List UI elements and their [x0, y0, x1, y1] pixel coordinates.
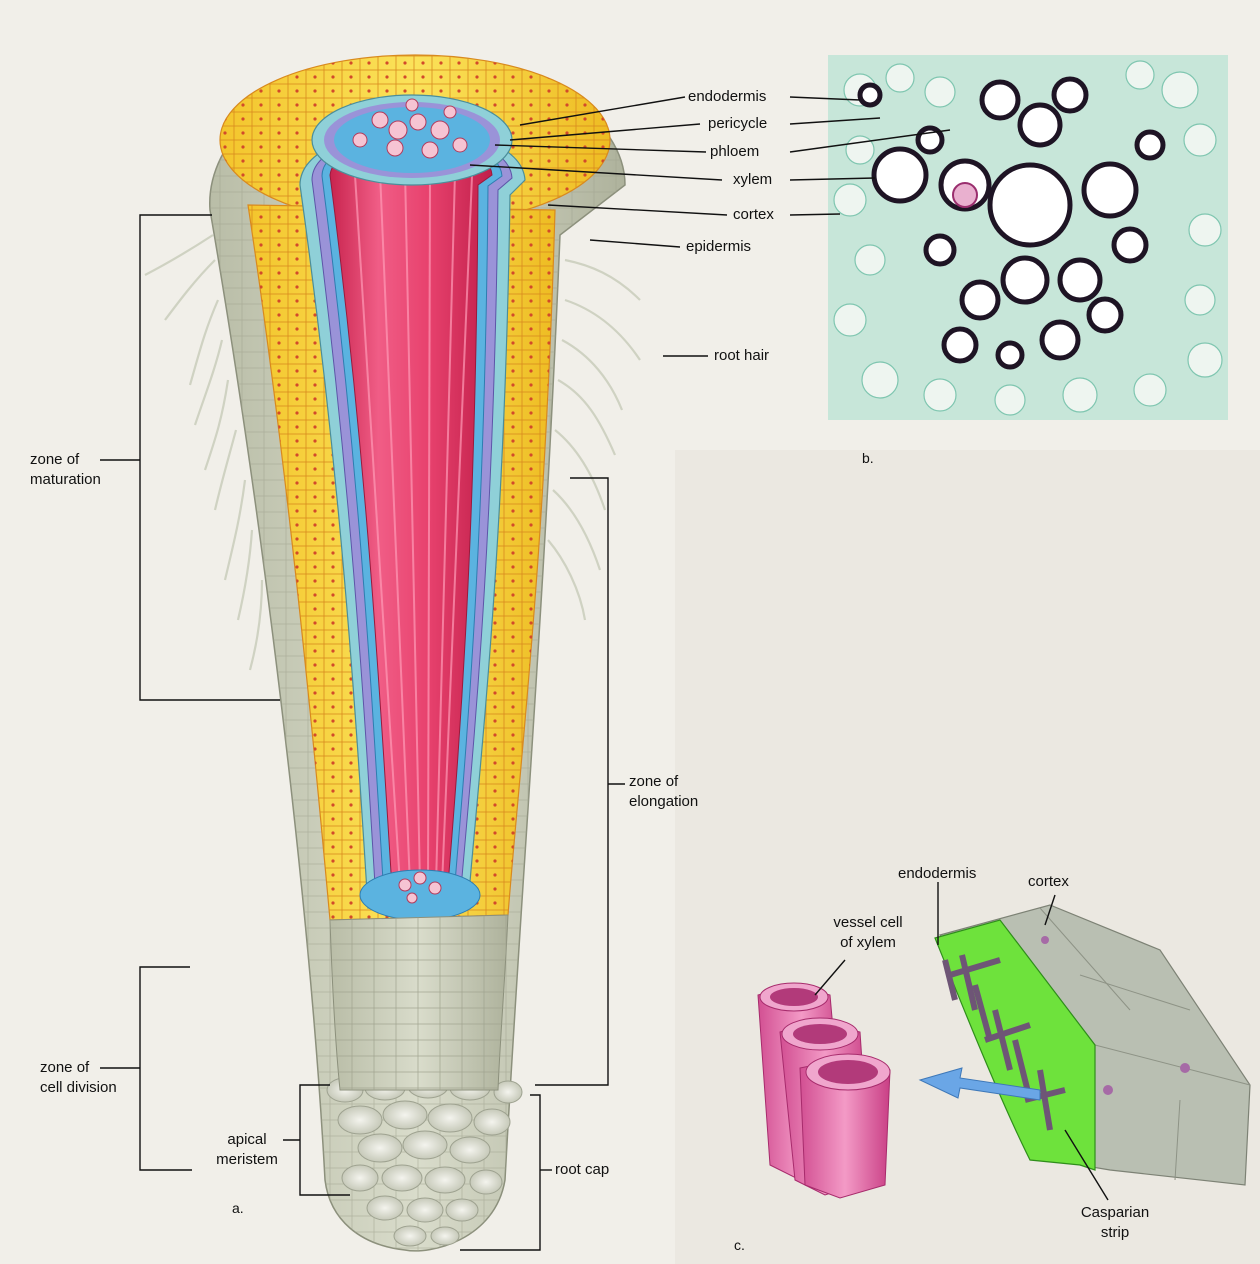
label-c-cortex: cortex	[1028, 872, 1069, 892]
label-phloem: phloem	[710, 142, 759, 162]
label-pericycle: pericycle	[708, 114, 767, 134]
panel-a-letter: a.	[232, 1200, 244, 1216]
label-xylem: xylem	[733, 170, 772, 190]
label-zone-of-maturation-line2: maturation	[30, 470, 101, 490]
label-zone-of-cell-division-line2: cell division	[40, 1078, 117, 1098]
label-zone-of-maturation-line1: zone of	[30, 450, 79, 470]
xylem-cross-section-micrograph	[828, 55, 1228, 420]
label-root-cap: root cap	[555, 1160, 609, 1180]
label-c-endodermis: endodermis	[898, 864, 976, 884]
label-apical-meristem-line2: meristem	[210, 1150, 284, 1170]
label-root-hair: root hair	[714, 346, 769, 366]
label-cortex: cortex	[733, 205, 774, 225]
panel-b-letter: b.	[862, 450, 874, 466]
label-apical-meristem-line1: apical	[212, 1130, 282, 1150]
label-vessel-cell-line2: of xylem	[818, 933, 918, 953]
label-epidermis: epidermis	[686, 237, 751, 257]
label-casparian-line2: strip	[1075, 1223, 1155, 1243]
label-casparian-line1: Casparian	[1075, 1203, 1155, 1223]
label-endodermis: endodermis	[688, 87, 766, 107]
label-zone-of-cell-division-line1: zone of	[40, 1058, 89, 1078]
label-vessel-cell-line1: vessel cell	[818, 913, 918, 933]
panel-c-letter: c.	[734, 1237, 745, 1253]
label-zone-of-elongation-line1: zone of	[629, 772, 678, 792]
label-zone-of-elongation-line2: elongation	[629, 792, 698, 812]
